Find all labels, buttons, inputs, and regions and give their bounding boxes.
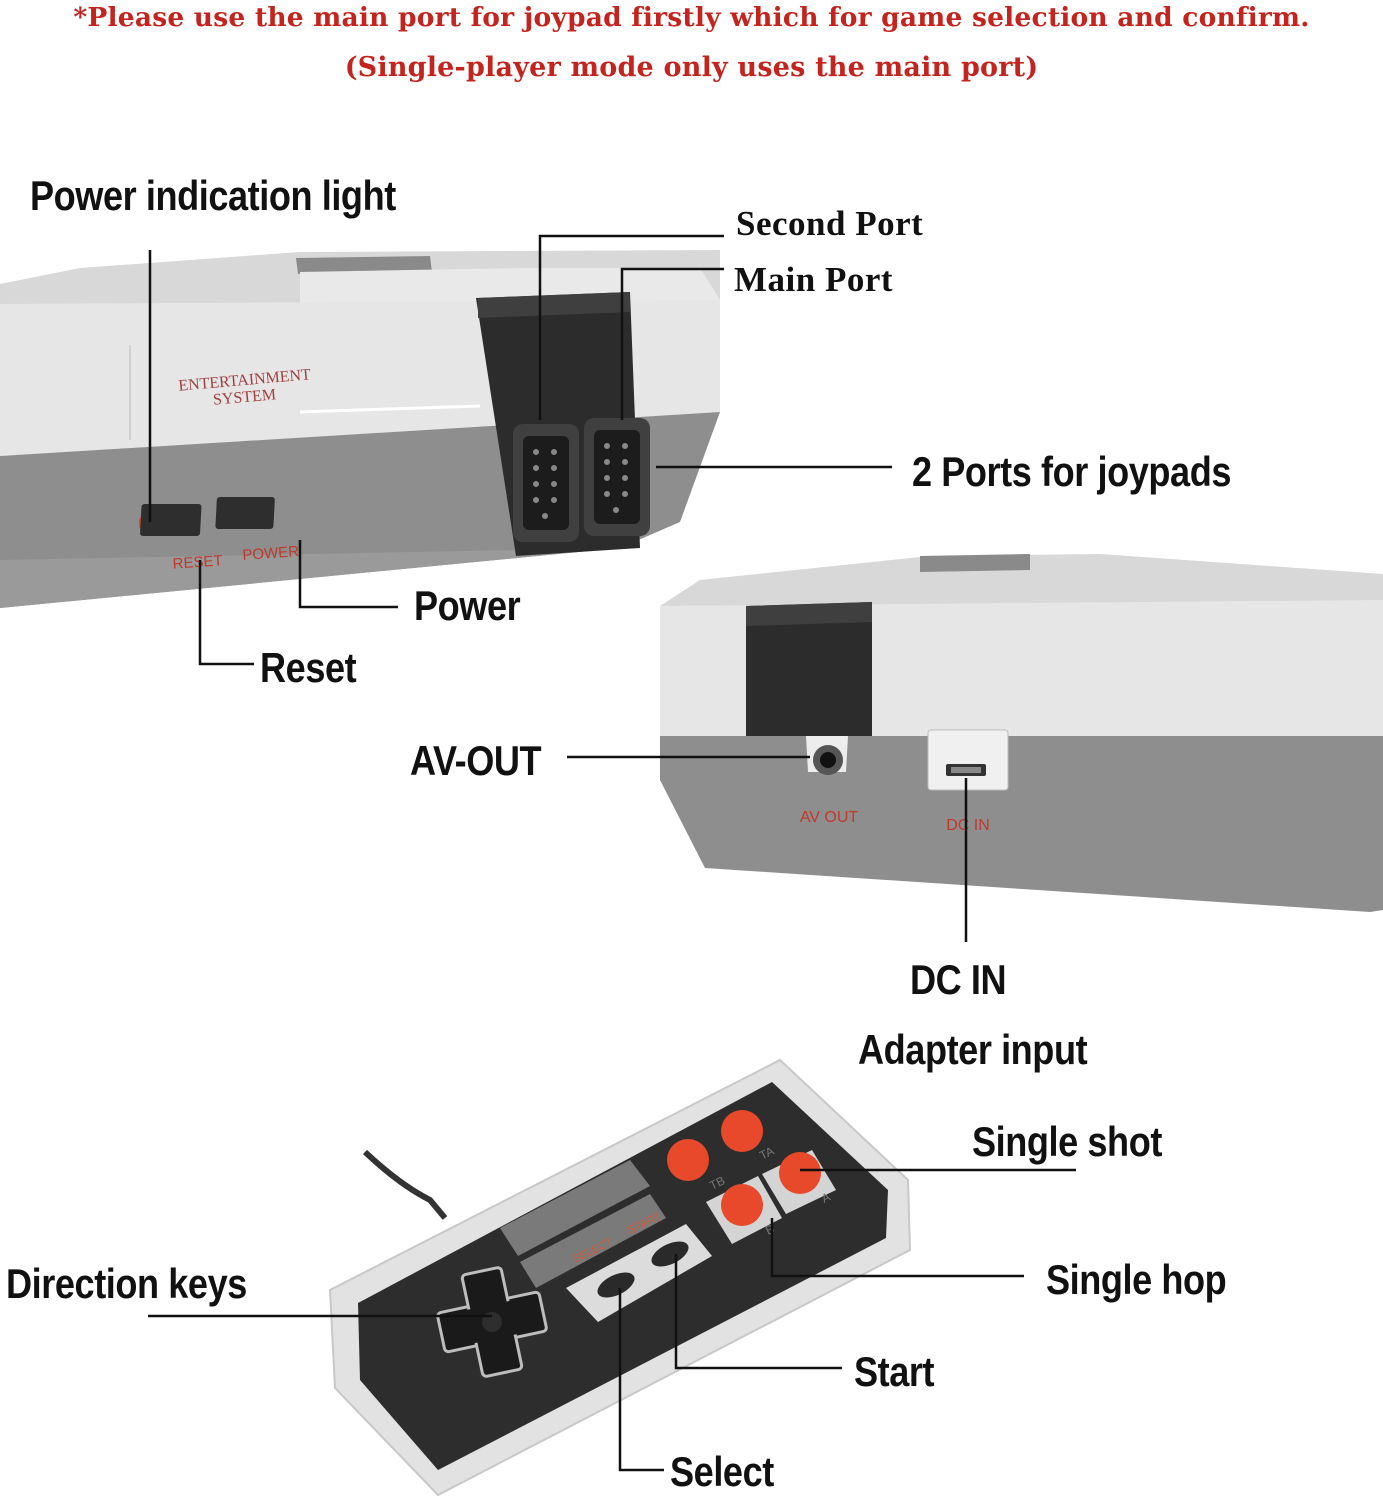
callout-adapter-input: Adapter input: [858, 1026, 1088, 1073]
brand-text-line-2: SYSTEM: [212, 386, 276, 408]
start-button[interactable]: [648, 1236, 693, 1272]
controller-cable: [362, 1149, 448, 1220]
a-button[interactable]: [779, 1152, 821, 1194]
console-front: ENTERTAINMENT SYSTEM RESET POWER: [0, 250, 720, 608]
leader-lines: [148, 234, 1076, 1472]
console-back-top: [660, 554, 1383, 606]
av-out-print: AV OUT: [800, 809, 859, 826]
console-back-lower-face: [660, 736, 1383, 912]
callout-power: Power: [414, 582, 521, 629]
turbo-a-button[interactable]: [721, 1110, 763, 1152]
callout-select: Select: [670, 1448, 774, 1495]
leader-power: [298, 540, 398, 609]
second-port[interactable]: [513, 424, 579, 542]
reset-button[interactable]: [140, 504, 202, 536]
select-button[interactable]: [594, 1267, 639, 1303]
callout-start: Start: [854, 1348, 935, 1395]
turbo-b-button[interactable]: [667, 1139, 709, 1181]
power-button[interactable]: [215, 497, 275, 529]
tb-print: TB: [707, 1173, 727, 1192]
leader-select: [618, 1288, 664, 1472]
leader-single-hop: [770, 1218, 1024, 1278]
console-front-vent: [296, 256, 432, 274]
notice-line-2: (Single-player mode only uses the main p…: [344, 52, 1039, 83]
leader-main-port: [620, 267, 724, 420]
console-back: AV OUT DC IN: [660, 554, 1383, 912]
callout-direction-keys: Direction keys: [6, 1260, 247, 1307]
callout-dc-in: DC IN: [910, 956, 1007, 1003]
callout-main-port: Main Port: [734, 260, 894, 299]
callout-power-indication-light: Power indication light: [30, 172, 396, 219]
callout-av-out: AV-OUT: [410, 737, 542, 784]
reset-print: RESET: [172, 552, 223, 572]
leader-second-port: [538, 234, 724, 420]
callout-single-hop: Single hop: [1046, 1256, 1227, 1303]
ta-print: TA: [757, 1144, 776, 1163]
main-port[interactable]: [584, 418, 650, 536]
console-back-port-block: [746, 602, 872, 736]
dc-in-print: DC IN: [946, 817, 990, 834]
direction-keys[interactable]: [430, 1260, 553, 1383]
b-button[interactable]: [721, 1184, 763, 1226]
callout-second-port: Second Port: [736, 204, 924, 243]
dc-in-panel: [927, 729, 1009, 791]
controller: SELECT START TB TA B A: [328, 1058, 912, 1497]
callout-two-ports: 2 Ports for joypads: [912, 448, 1231, 495]
leader-reset: [198, 560, 254, 666]
callout-reset: Reset: [260, 644, 357, 691]
callout-single-shot: Single shot: [972, 1118, 1162, 1165]
power-print: POWER: [242, 543, 300, 564]
leader-start: [674, 1254, 842, 1370]
notice-line-1: *Please use the main port for joypad fir…: [73, 2, 1310, 33]
action-buttons: TB TA B A: [667, 1110, 836, 1244]
